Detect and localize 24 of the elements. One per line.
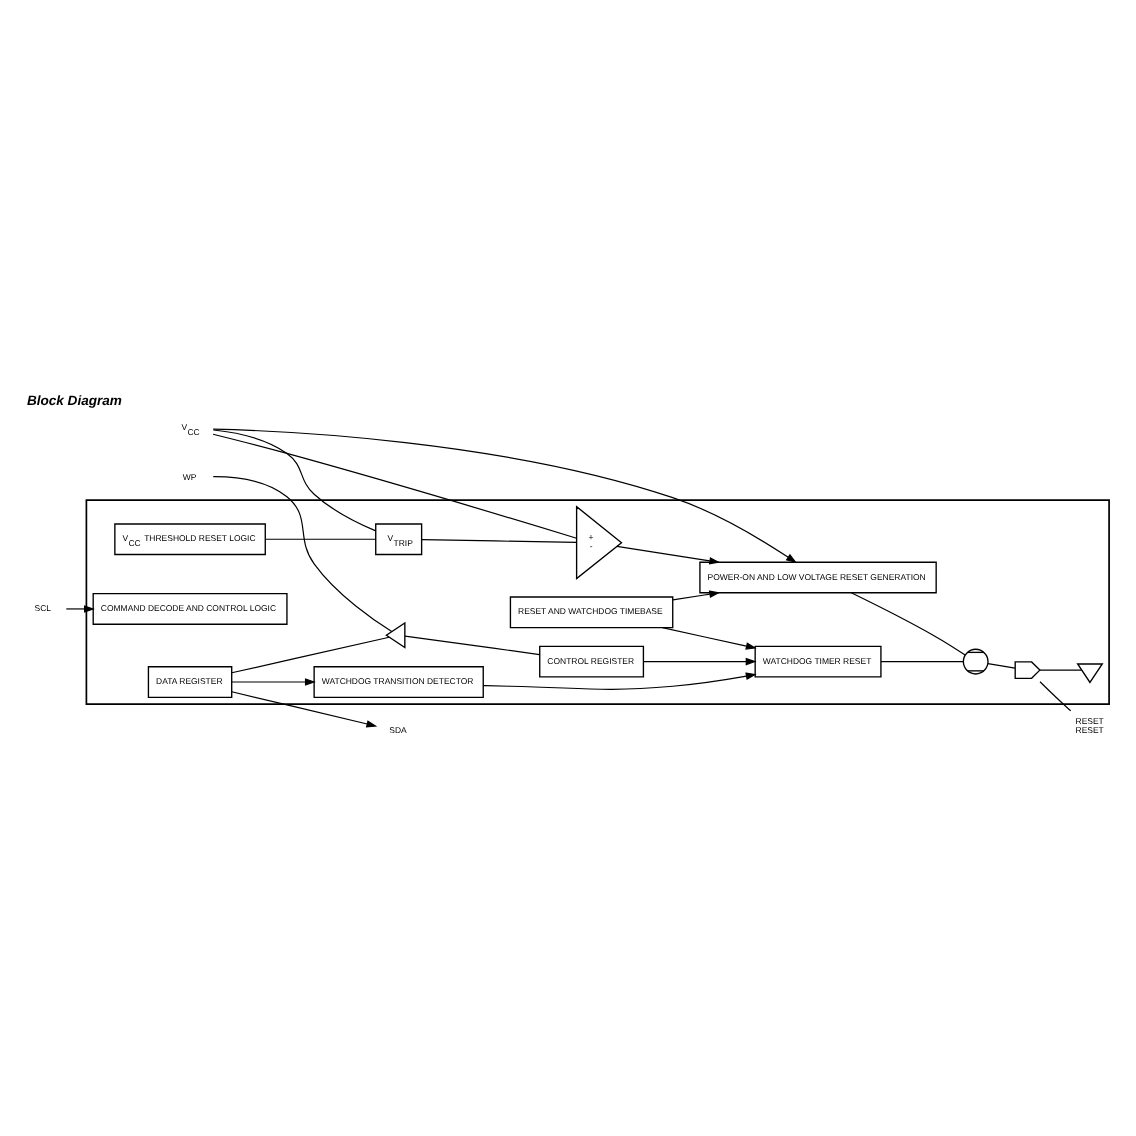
arrow	[482, 671, 757, 689]
node-ground	[1076, 662, 1104, 683]
connector	[850, 591, 966, 655]
connector	[1039, 680, 1072, 711]
arrow	[616, 544, 721, 564]
arrow	[642, 656, 757, 665]
connector	[880, 660, 964, 662]
arrow	[672, 589, 721, 600]
node-transistor	[1014, 660, 1041, 678]
connector	[987, 661, 1016, 668]
arrow	[231, 690, 378, 727]
arrow	[231, 677, 316, 685]
connector	[212, 475, 393, 632]
connector	[212, 428, 377, 531]
connector	[212, 432, 578, 538]
arrow	[212, 427, 797, 563]
connector	[404, 634, 541, 655]
arrow	[65, 604, 95, 612]
node-triangle	[385, 620, 406, 648]
connector	[421, 538, 577, 542]
connector	[1039, 668, 1083, 670]
arrow	[661, 626, 757, 649]
connector	[231, 635, 390, 673]
connector	[264, 537, 377, 539]
